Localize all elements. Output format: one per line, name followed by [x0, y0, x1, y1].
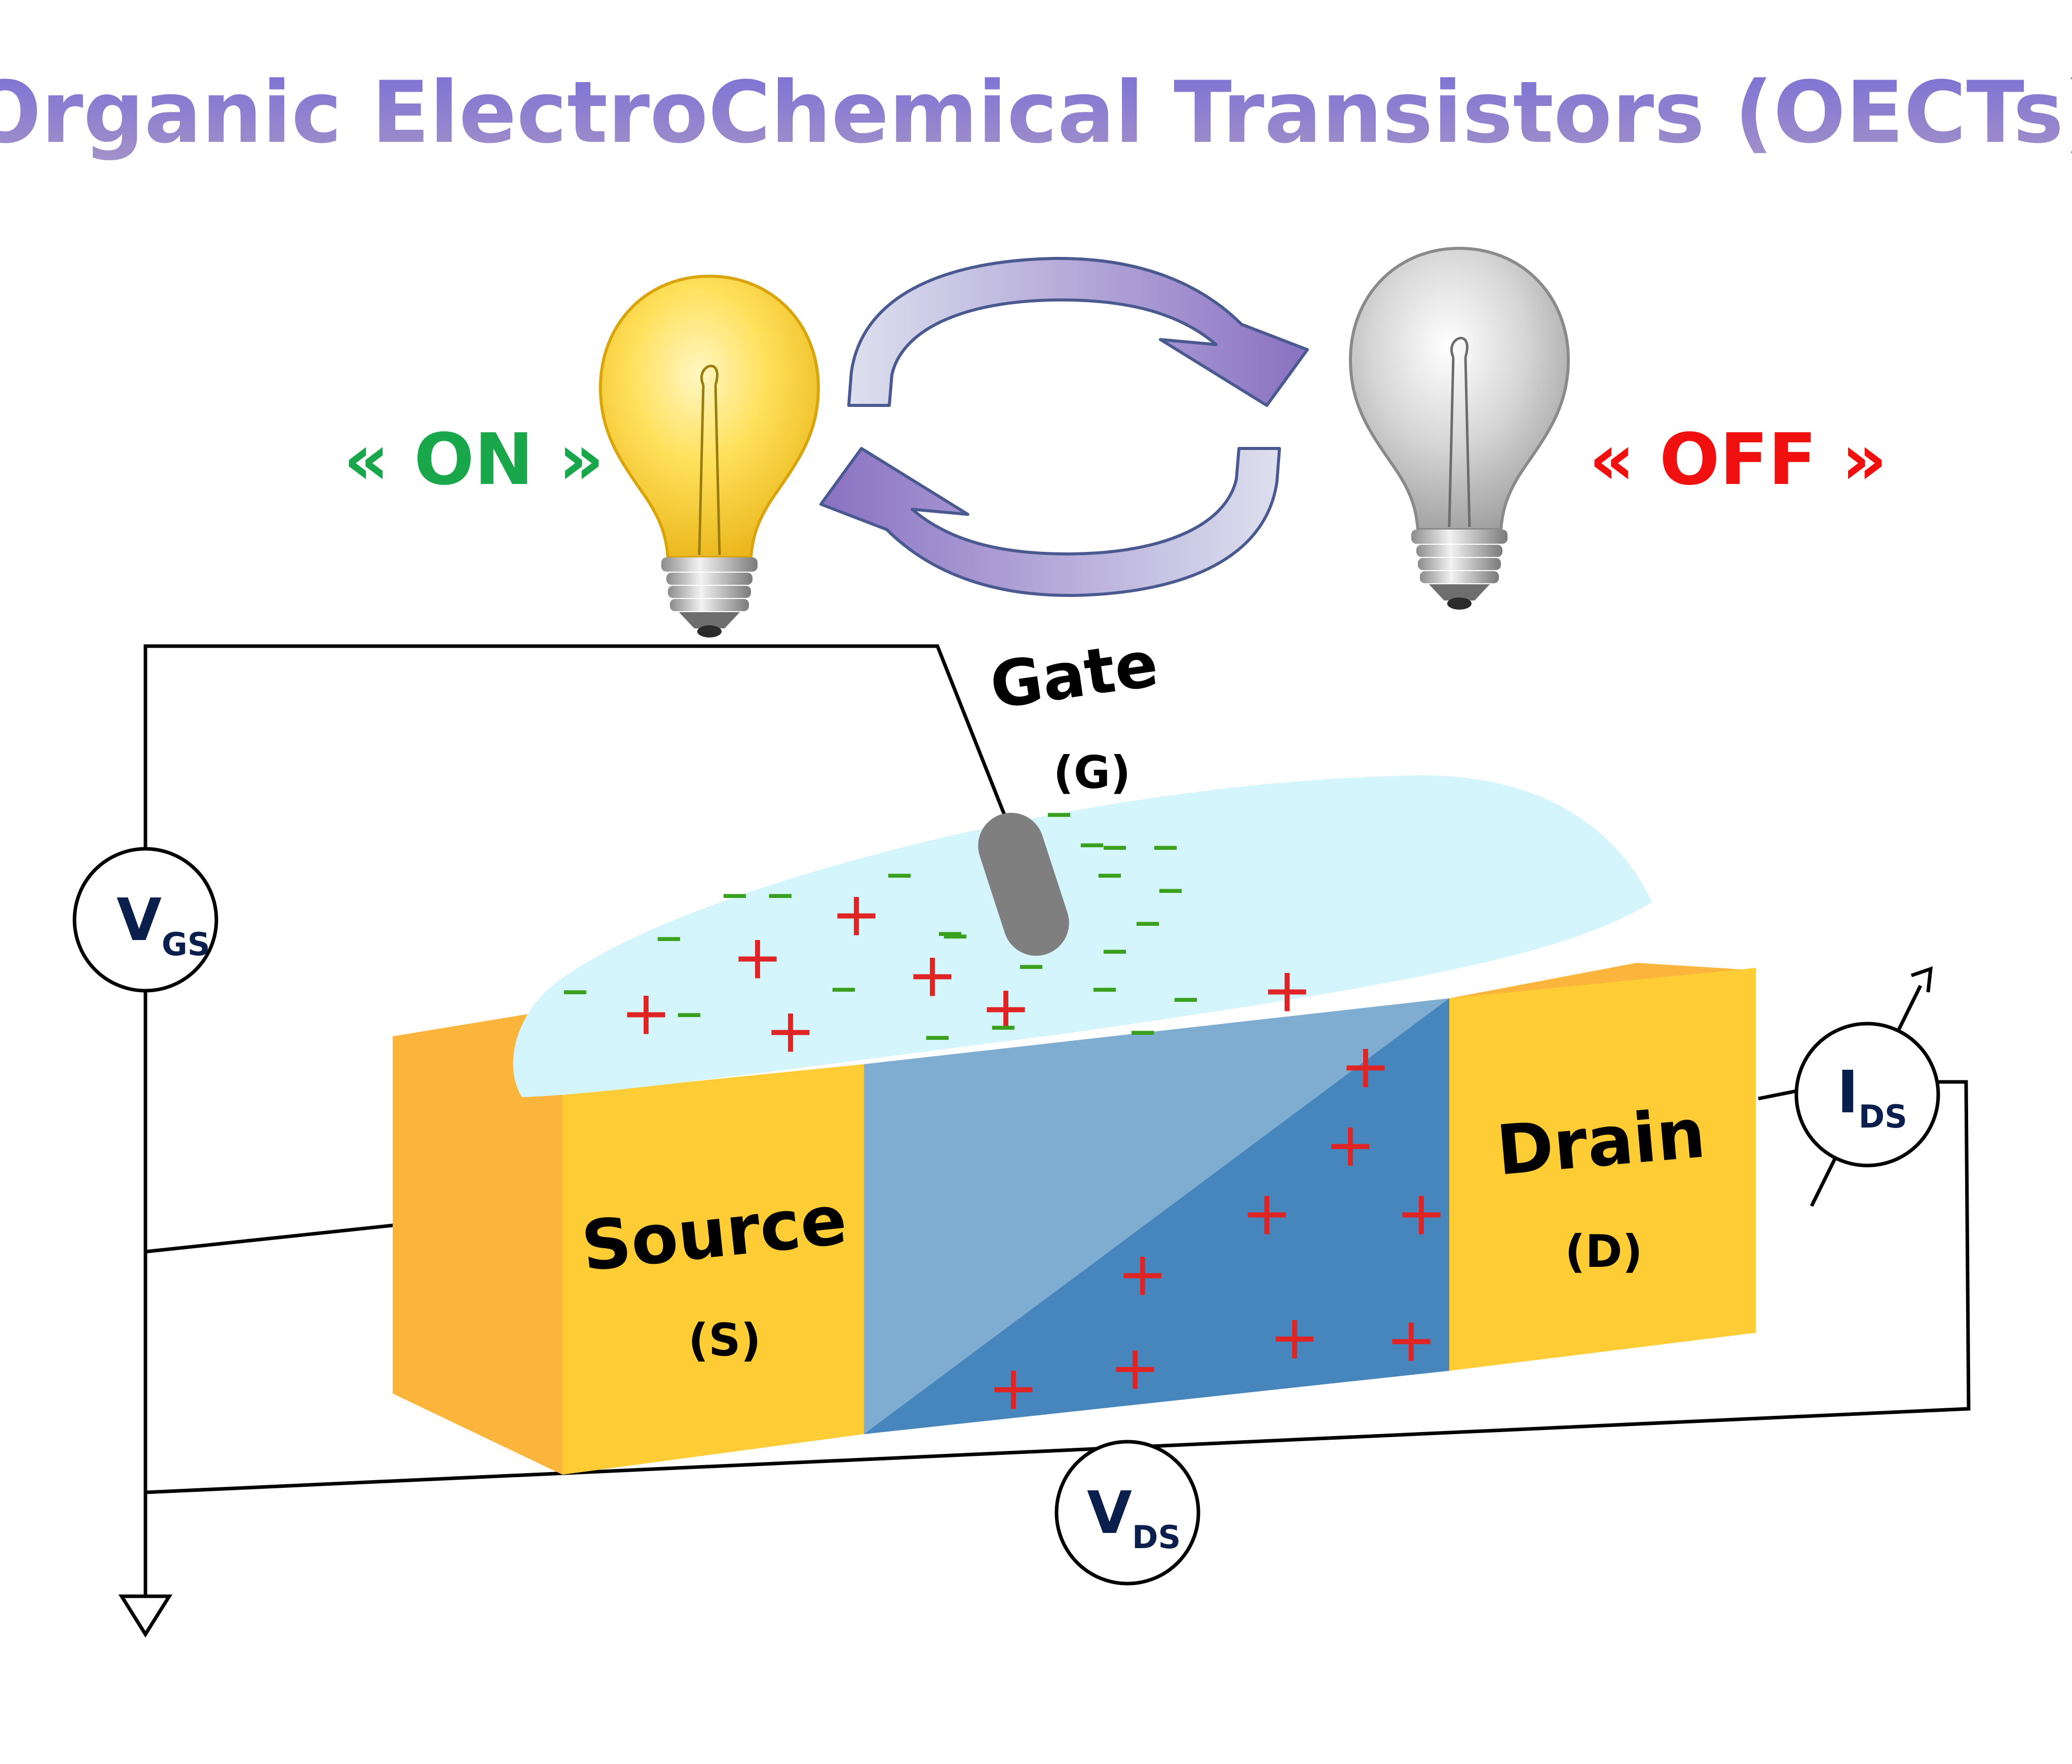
cation-plus-marker: +	[1117, 1240, 1169, 1310]
drain-label: Drain	[1493, 1093, 1708, 1190]
anion-minus-marker: –	[941, 900, 969, 965]
light-bulb-on-icon	[598, 274, 820, 637]
vds-meter-label: VDS	[1087, 1479, 1181, 1556]
off-state-label: « OFF »	[1589, 419, 1888, 501]
ids-meter: IDS	[1794, 966, 1940, 1207]
anion-minus-marker: –	[1101, 811, 1129, 876]
source-electrode	[393, 1008, 864, 1475]
anion-minus-marker: –	[1045, 778, 1073, 843]
semiconductor-channel	[864, 998, 1449, 1434]
cation-plus-marker: +	[1269, 1303, 1321, 1373]
vgs-meter-label: VGS	[117, 886, 210, 963]
gate-electrode	[978, 812, 1069, 956]
gate-label: Gate	[986, 627, 1162, 724]
cation-plus-marker: +	[988, 1354, 1039, 1424]
anion-minus-marker: –	[886, 839, 914, 904]
light-bulb-off-icon	[1348, 246, 1570, 610]
page-title: Organic ElectroChemical Transistors (OEC…	[0, 63, 2072, 162]
anion-minus-marker: –	[1101, 915, 1129, 980]
anion-minus-marker: –	[1129, 996, 1157, 1061]
vgs-meter: VGS	[72, 847, 218, 993]
electrolyte-droplet	[513, 775, 1652, 1097]
cation-plus-marker: +	[981, 973, 1032, 1044]
anion-minus-marker: –	[830, 953, 858, 1018]
anion-minus-marker: –	[1172, 963, 1200, 1028]
cation-plus-marker: +	[907, 941, 958, 1011]
anion-minus-marker: –	[1157, 854, 1185, 919]
anion-minus-marker: –	[767, 859, 795, 924]
cation-plus-marker: +	[1340, 1032, 1391, 1102]
ids-meter-label: IDS	[1837, 1059, 1907, 1135]
anion-minus-marker: –	[924, 1001, 952, 1066]
ion-markers: ++++++++++++++++–––––––––––––––––––––––	[561, 778, 1447, 1424]
cation-plus-marker: +	[1325, 1110, 1376, 1181]
source-abbr-label: (S)	[688, 1314, 761, 1366]
ground-icon	[118, 1594, 173, 1638]
cation-plus-marker: +	[1262, 956, 1313, 1026]
drain-electrode	[1449, 963, 1758, 1371]
anion-minus-marker: –	[1018, 930, 1045, 995]
switching-cycle-arrows-icon	[819, 256, 1309, 597]
anion-minus-marker: –	[1134, 887, 1162, 952]
anion-minus-marker: –	[1152, 811, 1180, 876]
anion-minus-marker: –	[675, 979, 703, 1043]
cation-plus-marker: +	[732, 923, 783, 993]
anion-minus-marker: –	[936, 897, 964, 962]
anion-minus-marker: –	[655, 903, 683, 967]
cation-plus-marker: +	[1110, 1333, 1161, 1404]
gate-abbr-label: (G)	[1053, 746, 1131, 799]
anion-minus-marker: –	[721, 859, 749, 924]
on-state-label: « ON »	[344, 419, 605, 501]
cation-plus-marker: +	[1386, 1305, 1437, 1376]
vds-meter: VDS	[1054, 1440, 1200, 1586]
cation-plus-marker: +	[765, 996, 816, 1067]
cation-plus-marker: +	[1396, 1179, 1447, 1249]
cation-plus-marker: +	[1241, 1179, 1293, 1249]
anion-minus-marker: –	[1096, 839, 1124, 904]
anion-minus-marker: –	[561, 956, 589, 1021]
anion-minus-marker: –	[1078, 809, 1106, 874]
drain-abbr-label: (D)	[1565, 1225, 1642, 1278]
cation-plus-marker: +	[831, 880, 882, 950]
anion-minus-marker: –	[1091, 953, 1119, 1018]
cation-plus-marker: +	[621, 979, 672, 1049]
anion-minus-marker: –	[990, 991, 1018, 1056]
